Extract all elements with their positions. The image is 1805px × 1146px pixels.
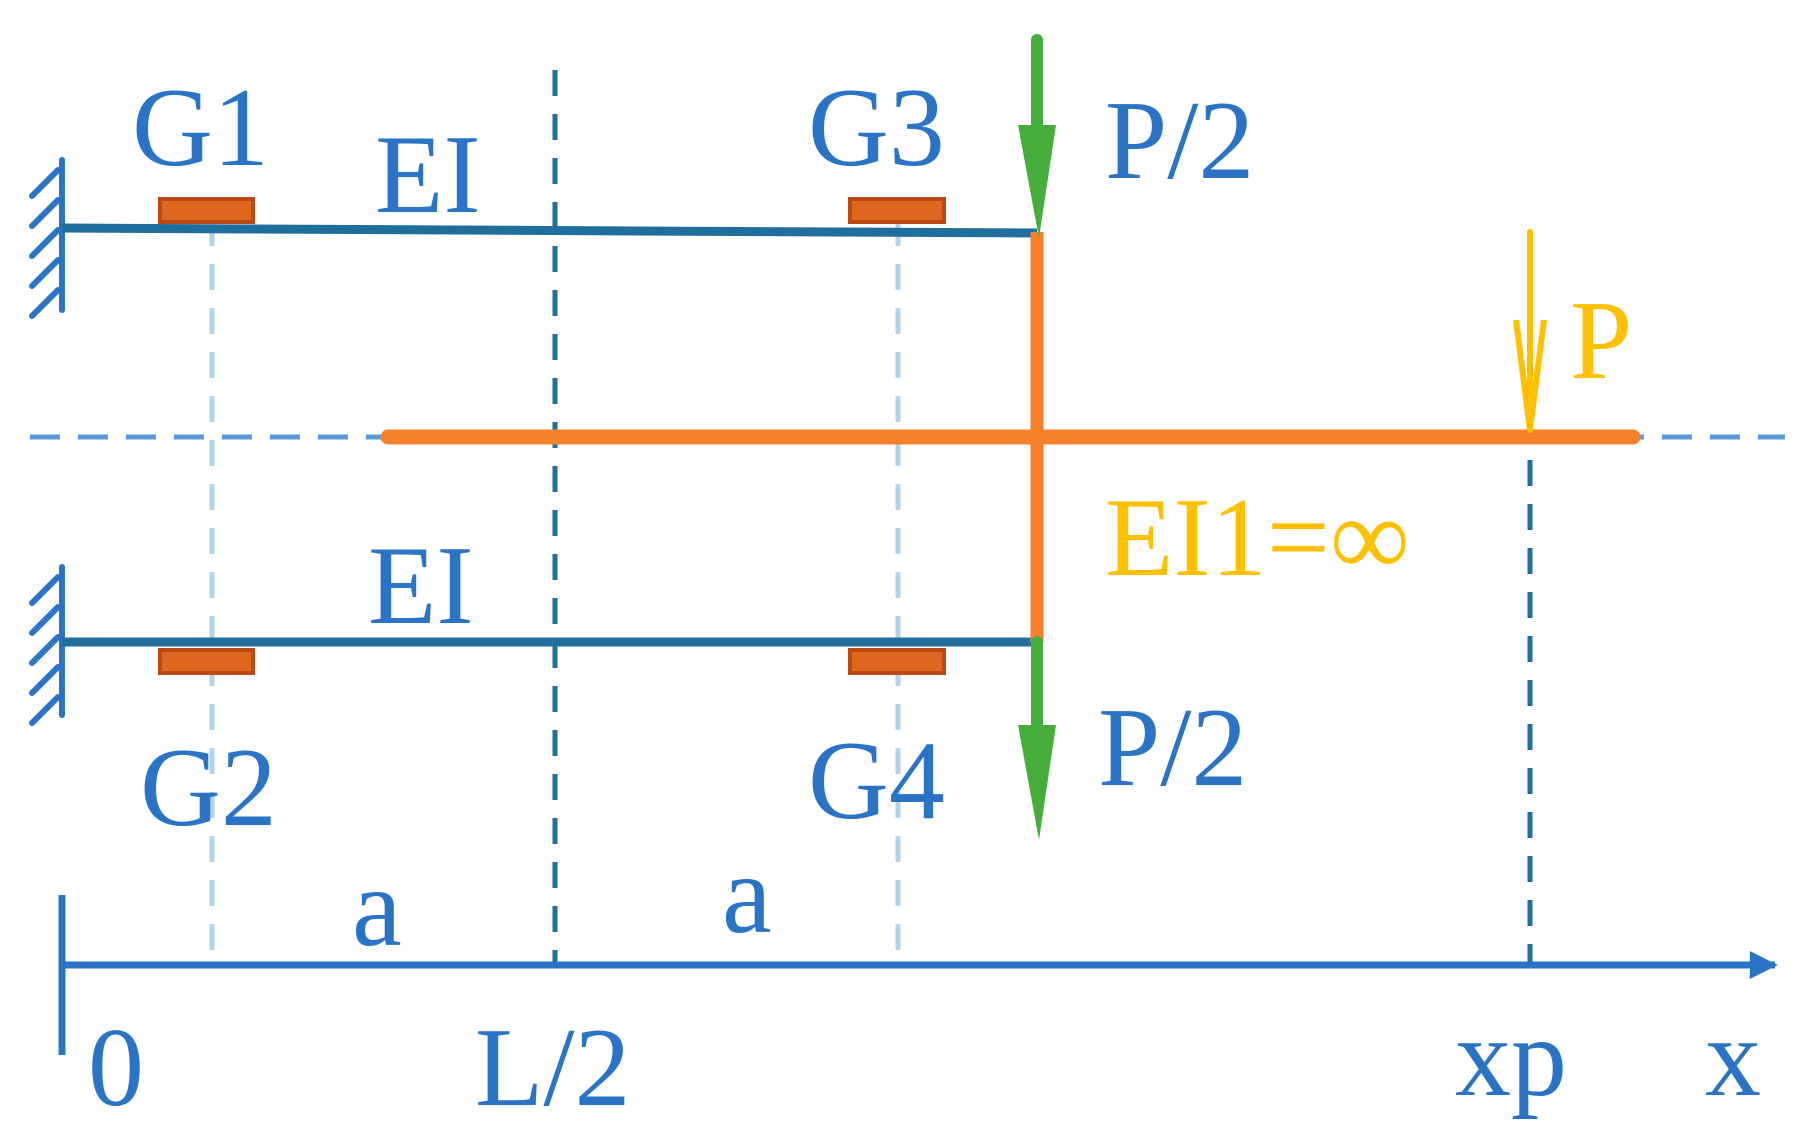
- label-span-a-left: a: [352, 846, 402, 970]
- label-half-load-bottom: P/2: [1098, 686, 1247, 810]
- strain-gauge-g3: [848, 197, 946, 224]
- label-axis-xp: xp: [1455, 996, 1567, 1120]
- strain-gauge-g4: [848, 648, 946, 675]
- upper-beam: [61, 223, 1038, 238]
- label-span-a-right: a: [722, 833, 772, 957]
- label-g3: G3: [808, 66, 945, 190]
- fixed-support-top-icon: [29, 157, 65, 319]
- half-load-bottom-arrow-icon: [1018, 636, 1056, 840]
- label-ei-lower: EI: [368, 524, 474, 648]
- label-g4: G4: [808, 719, 945, 843]
- fixed-support-bottom-icon: [29, 564, 65, 726]
- half-load-top-arrow-icon: [1018, 34, 1056, 238]
- label-axis-half-span: L/2: [475, 1006, 631, 1130]
- label-ei1: EI1=∞: [1105, 476, 1410, 600]
- label-g1: G1: [132, 66, 269, 190]
- label-g2: G2: [140, 726, 277, 850]
- label-axis-x: x: [1705, 996, 1761, 1120]
- strain-gauge-g2: [158, 648, 255, 675]
- load-p-arrow-icon: [1513, 229, 1547, 433]
- label-half-load-top: P/2: [1105, 79, 1254, 203]
- label-ei-upper: EI: [375, 113, 481, 237]
- label-load-p: P: [1570, 279, 1632, 403]
- strain-gauge-g1: [158, 197, 255, 224]
- label-axis-origin: 0: [88, 1006, 144, 1130]
